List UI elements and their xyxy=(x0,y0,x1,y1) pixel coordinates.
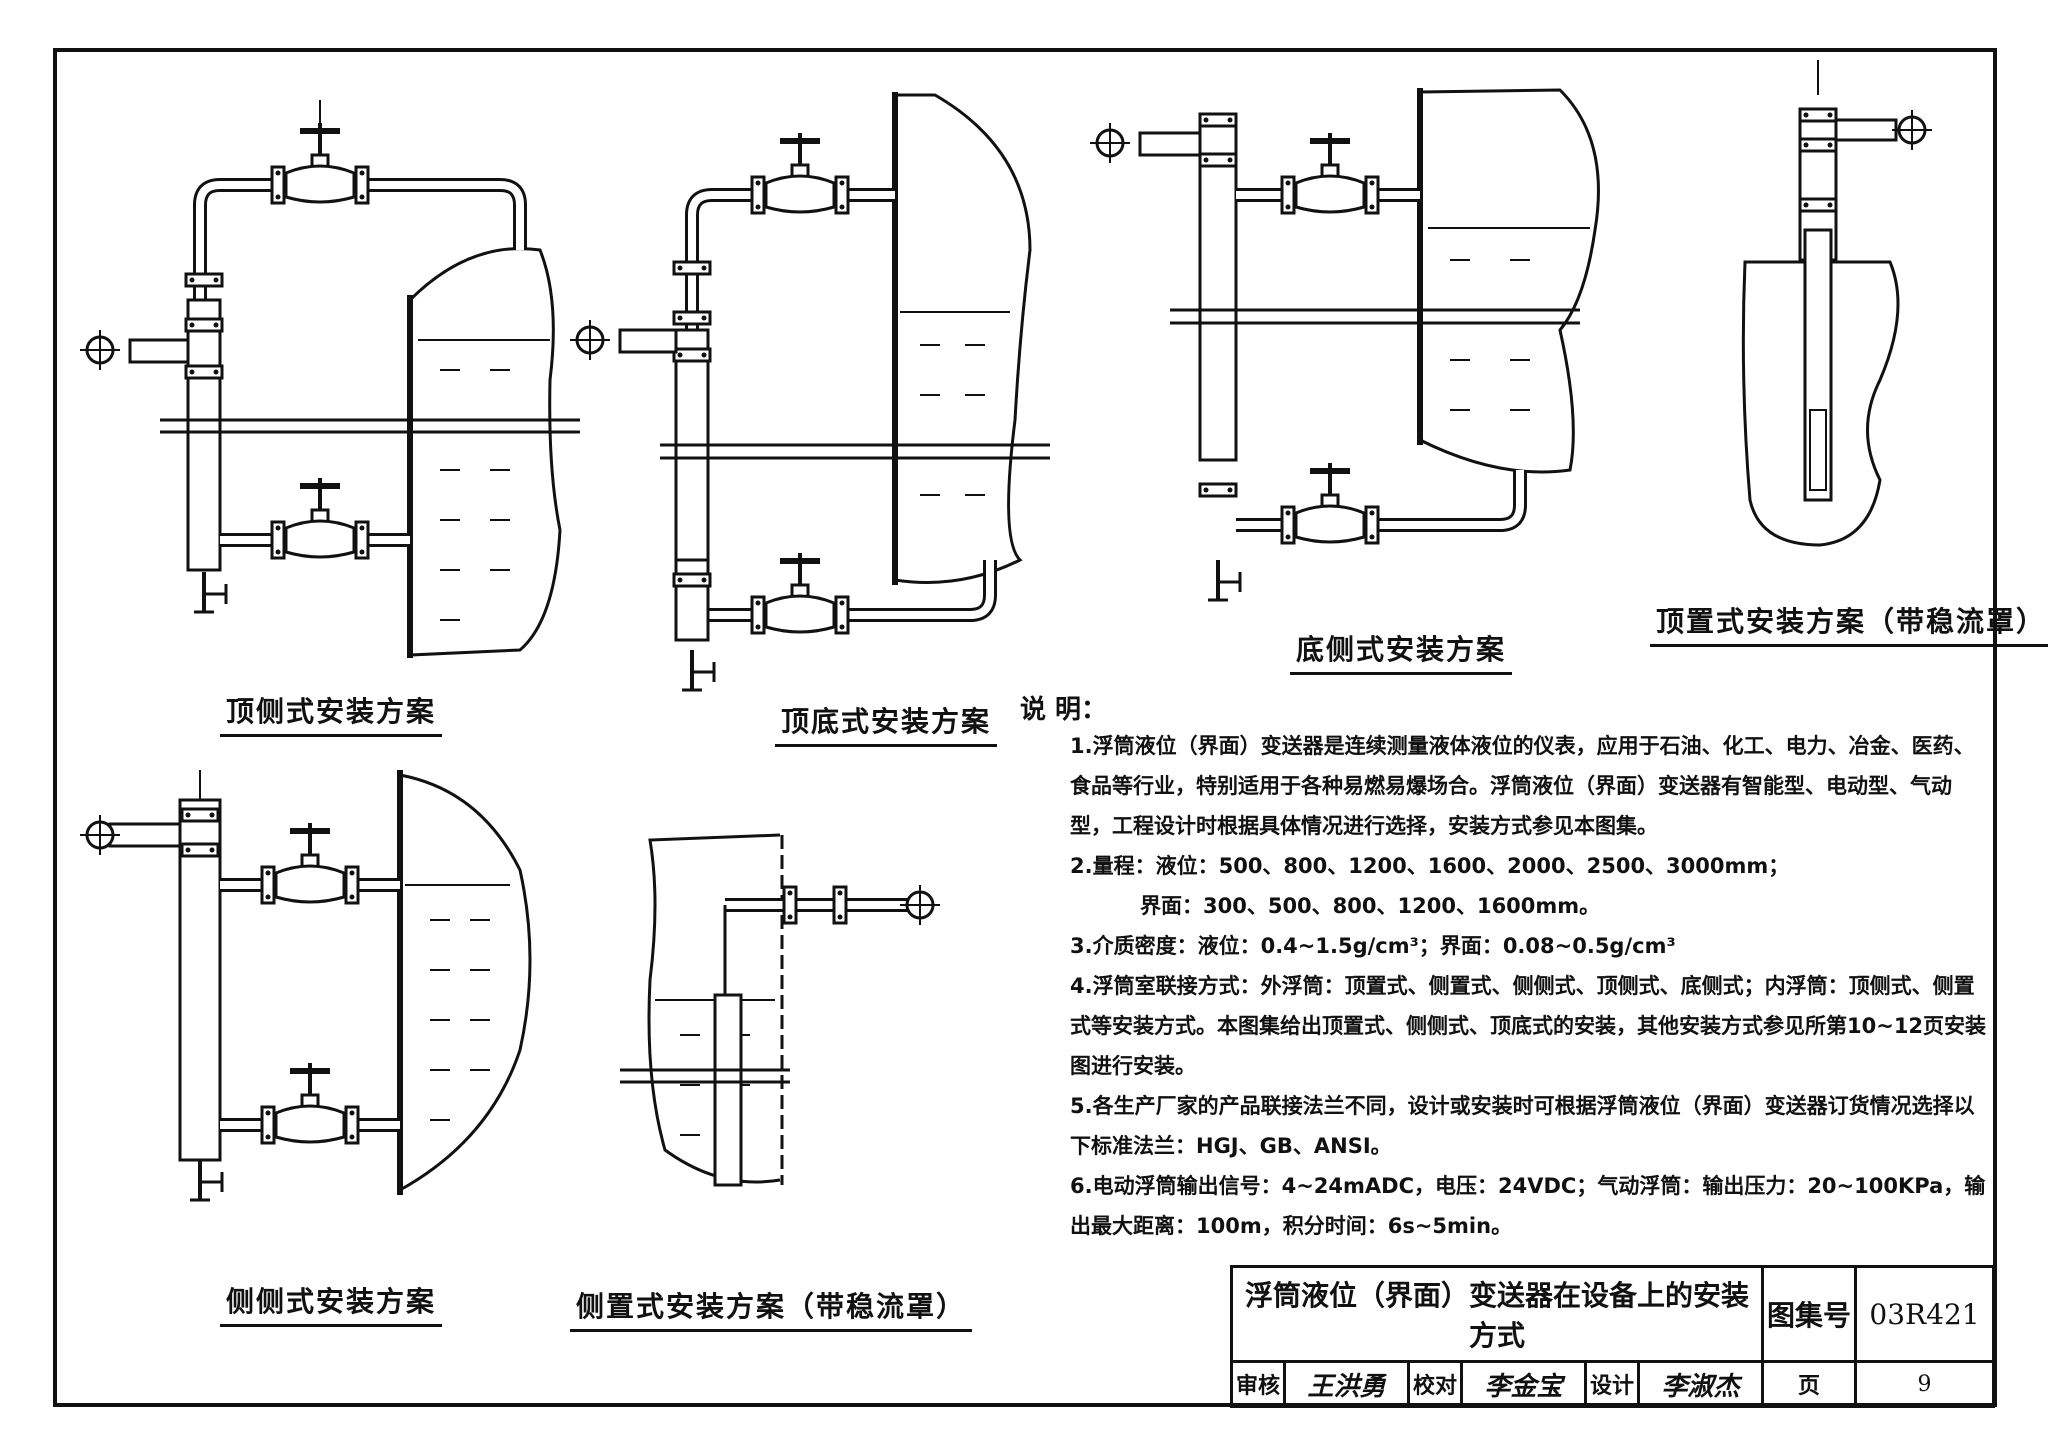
note-number: 3. xyxy=(1070,934,1093,958)
note-item-2: 2.量程：液位：500、800、1200、1600、2000、2500、3000… xyxy=(1070,846,1990,926)
note-text: 各生产厂家的产品联接法兰不同，设计或安装时可根据浮筒液位（界面）变送器订货情况选… xyxy=(1070,1094,1975,1158)
note-item-3: 3.介质密度：液位：0.4~1.5g/cm³；界面：0.08~0.5g/cm³ xyxy=(1070,926,1990,966)
diagram-side-side xyxy=(78,770,532,1202)
caption-top-side: 顶侧式安装方案 xyxy=(220,690,443,737)
check-label: 校对 xyxy=(1407,1360,1463,1408)
page-number: 9 xyxy=(1854,1360,1995,1408)
caption-bottom-side: 底侧式安装方案 xyxy=(1290,628,1513,675)
atlas-label: 图集号 xyxy=(1761,1265,1857,1363)
notes-heading: 说 明： xyxy=(1020,695,1108,725)
diagram-top-bottom xyxy=(568,92,1050,692)
note-text: 浮筒室联接方式：外浮筒：顶置式、侧置式、侧侧式、顶侧式、底侧式；内浮筒：顶侧式、… xyxy=(1070,974,1987,1078)
caption-top-mounted: 顶置式安装方案（带稳流罩） xyxy=(1650,600,2048,647)
review-signature: 王洪勇 xyxy=(1283,1360,1410,1408)
diagram-top-side xyxy=(78,100,580,658)
review-label: 审核 xyxy=(1230,1360,1286,1408)
caption-side-side: 侧侧式安装方案 xyxy=(220,1280,443,1327)
caption-top-bottom: 顶底式安装方案 xyxy=(775,700,998,747)
note-number: 2. xyxy=(1070,854,1093,878)
note-number: 1. xyxy=(1070,734,1093,758)
note-text: 电动浮筒输出信号：4~24mADC，电压：24VDC；气动浮筒：输出压力：20~… xyxy=(1070,1174,1986,1238)
check-signature: 李金宝 xyxy=(1460,1360,1587,1408)
diagram-side-mounted xyxy=(620,833,942,1187)
caption-side-mounted: 侧置式安装方案（带稳流罩） xyxy=(570,1285,973,1332)
note-item-4: 4.浮筒室联接方式：外浮筒：顶置式、侧置式、侧侧式、顶侧式、底侧式；内浮筒：顶侧… xyxy=(1070,966,1990,1086)
diagram-bottom-side xyxy=(1088,88,1600,602)
note-number: 5. xyxy=(1070,1094,1093,1118)
note-text: 量程：液位：500、800、1200、1600、2000、2500、3000mm… xyxy=(1092,854,1790,878)
page-label: 页 xyxy=(1761,1360,1857,1408)
diagram-top-mounted xyxy=(1741,60,1934,547)
note-number: 4. xyxy=(1070,974,1093,998)
note-item-5: 5.各生产厂家的产品联接法兰不同，设计或安装时可根据浮筒液位（界面）变送器订货情… xyxy=(1070,1086,1990,1166)
note-text: 浮筒液位（界面）变送器是连续测量液体液位的仪表，应用于石油、化工、电力、冶金、医… xyxy=(1070,734,1975,838)
design-signature: 李淑杰 xyxy=(1637,1360,1764,1408)
atlas-number: 03R421 xyxy=(1854,1265,1995,1363)
sheet-border xyxy=(53,48,1997,1407)
note-item-1: 1.浮筒液位（界面）变送器是连续测量液体液位的仪表，应用于石油、化工、电力、冶金… xyxy=(1070,726,1990,846)
drawing-title: 浮筒液位（界面）变送器在设备上的安装方式 xyxy=(1230,1265,1764,1363)
note-text: 介质密度：液位：0.4~1.5g/cm³；界面：0.08~0.5g/cm³ xyxy=(1092,934,1676,958)
note-subtext: 界面：300、500、800、1200、1600mm。 xyxy=(1140,894,1601,918)
title-block: 浮筒液位（界面）变送器在设备上的安装方式 图集号 03R421 审核 王洪勇 校… xyxy=(1230,1265,1995,1408)
note-item-6: 6.电动浮筒输出信号：4~24mADC，电压：24VDC；气动浮筒：输出压力：2… xyxy=(1070,1166,1990,1246)
notes-list: 1.浮筒液位（界面）变送器是连续测量液体液位的仪表，应用于石油、化工、电力、冶金… xyxy=(1070,726,1990,1246)
design-label: 设计 xyxy=(1584,1360,1640,1408)
note-number: 6. xyxy=(1070,1174,1093,1198)
